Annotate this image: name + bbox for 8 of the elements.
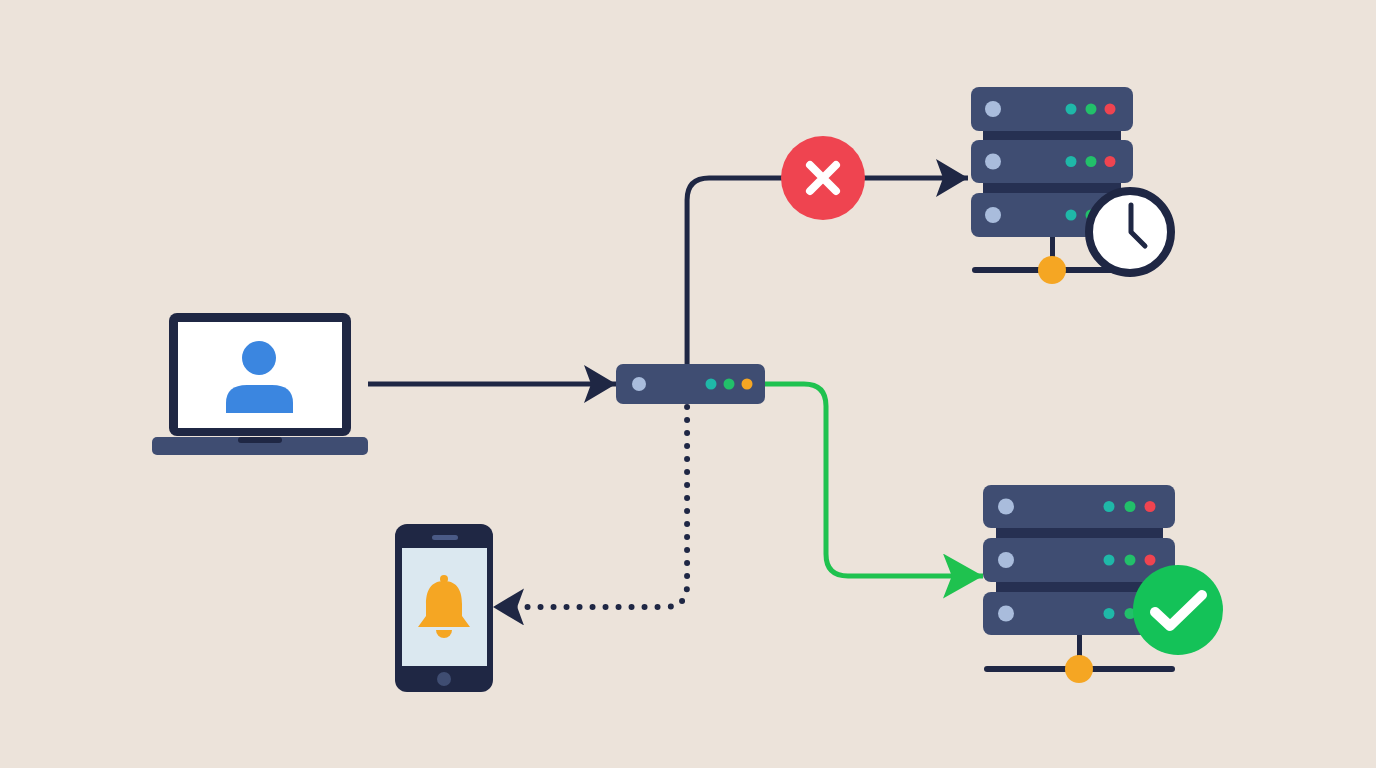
arrow	[368, 365, 616, 403]
phone-picture	[395, 524, 493, 692]
dotted-arrow	[493, 404, 691, 626]
server-picture	[968, 86, 1176, 286]
router-picture	[616, 364, 765, 404]
laptop-picture	[152, 313, 368, 455]
server-picture	[983, 484, 1224, 684]
arrow	[765, 381, 983, 599]
